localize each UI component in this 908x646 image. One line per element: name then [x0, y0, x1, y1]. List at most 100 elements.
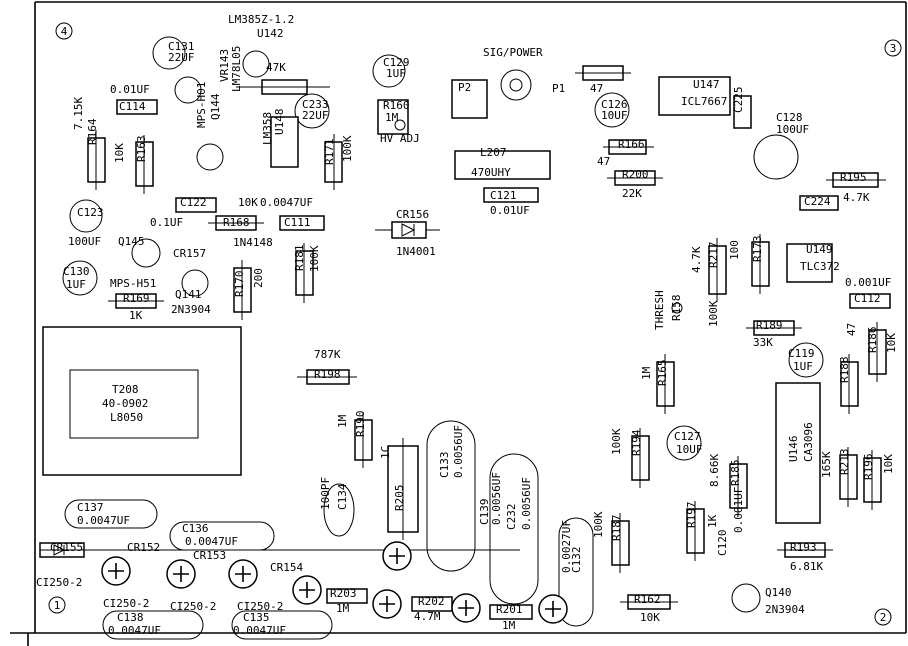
component-label: CI250-2	[170, 600, 216, 613]
component-label: 33K	[753, 336, 773, 349]
component-label: VR143	[218, 49, 231, 82]
component-label: R217	[707, 242, 720, 269]
component-label: 6.81K	[790, 560, 823, 573]
component-label: 0.0047UF	[77, 514, 130, 527]
component-label: R205	[393, 485, 406, 512]
component-label: 10UF	[676, 443, 703, 456]
component-label: CR152	[127, 541, 160, 554]
component-label: C119	[788, 347, 815, 360]
component-label: C137	[77, 501, 104, 514]
component-label: R194	[630, 429, 643, 456]
component-label: P1	[552, 82, 565, 95]
component-label: R168	[223, 216, 250, 229]
component-label: 1M	[336, 414, 349, 428]
component-label: R165	[656, 360, 669, 387]
component-label: 100	[728, 240, 741, 260]
component-label: 10K	[640, 611, 660, 624]
corner-markers: 4 3 1 2	[48, 22, 902, 626]
corner-marker-3: 3	[890, 42, 897, 55]
component-label: C131	[168, 40, 195, 53]
component-label: Q140	[765, 586, 792, 599]
component-label: R160	[383, 99, 410, 112]
component-label: C111	[284, 216, 311, 229]
component-label: THRESH	[653, 290, 666, 330]
component-label: 165K	[820, 451, 833, 478]
component-label: 47	[597, 155, 610, 168]
component-label: C134	[336, 483, 349, 510]
component-label: 22K	[622, 187, 642, 200]
component-label: C121	[490, 189, 517, 202]
component-label: C132	[570, 547, 583, 574]
corner-marker-1: 1	[54, 599, 61, 612]
component-label: 0.0056UF	[490, 472, 503, 525]
component-label: R198	[314, 368, 341, 381]
component-label: 0.001UF	[845, 276, 891, 289]
component-label: 200	[252, 268, 265, 288]
component-label: ICL7667	[681, 95, 727, 108]
component-label: R170	[233, 271, 246, 298]
component-label: 0.1UF	[150, 216, 183, 229]
component-label: 0.01UF	[110, 83, 150, 96]
component-label: R158	[670, 295, 683, 322]
board-outline	[10, 1, 907, 646]
component-label: R188	[838, 357, 851, 384]
component-label: 1UF	[66, 278, 86, 291]
component-label: MPS-H51	[110, 277, 156, 290]
component-label: C122	[180, 196, 207, 209]
component-label: C138	[117, 611, 144, 624]
component-label: C135	[243, 611, 270, 624]
component-label: R163	[135, 136, 148, 163]
component-label: 0.0047UF	[260, 196, 313, 209]
component-label: R201	[496, 603, 523, 616]
component-label: R186	[866, 327, 879, 354]
component-label: C224	[804, 195, 831, 208]
component-label: R196	[862, 454, 875, 481]
component-label: C112	[854, 292, 881, 305]
component-label: C233	[302, 98, 329, 111]
component-label: 10UF	[601, 109, 628, 122]
component-label: R203	[330, 587, 357, 600]
component-label: 0.01UF	[490, 204, 530, 217]
component-label: 2N3904	[171, 303, 211, 316]
component-label: R202	[418, 595, 445, 608]
component-label: R189	[756, 319, 783, 332]
component-label: C139	[478, 499, 491, 526]
component-label: C130	[63, 265, 90, 278]
component-label: CR155	[50, 541, 83, 554]
component-label: R190	[354, 411, 367, 438]
component-label: R213	[838, 449, 851, 476]
component-label: R169	[123, 292, 150, 305]
component-label: CR156	[396, 208, 429, 221]
component-label: C129	[383, 56, 410, 69]
component-label: 100UF	[68, 235, 101, 248]
component-label: P2	[458, 81, 471, 94]
component-label: Q141	[175, 288, 202, 301]
component-label: 1K	[706, 514, 719, 528]
component-label: 100PF	[319, 477, 332, 510]
component-label: 47	[845, 323, 858, 336]
component-label: R197	[685, 502, 698, 529]
component-label: C114	[119, 100, 146, 113]
component-label: CA3096	[802, 422, 815, 462]
component-outlines	[39, 36, 891, 640]
component-label: 0.0047UF	[233, 624, 286, 637]
component-label: CI250-2	[237, 600, 283, 613]
component-label: U147	[693, 78, 720, 91]
component-label: R173	[751, 236, 764, 263]
component-label: 1K	[129, 309, 143, 322]
component-label: U149	[806, 243, 833, 256]
component-label: LM78L05	[230, 46, 243, 92]
component-label: 4.7M	[414, 610, 441, 623]
component-label: CI250-2	[36, 576, 82, 589]
component-label: C136	[182, 522, 209, 535]
component-label: 0.001UF	[732, 487, 745, 533]
component-label: CR154	[270, 561, 303, 574]
component-label: 100K	[707, 300, 720, 327]
component-label: SIG/POWER	[483, 46, 543, 59]
component-label: 0.0056UF	[520, 477, 533, 530]
component-label: T208	[112, 383, 139, 396]
component-label: 787K	[314, 348, 341, 361]
component-label: C120	[716, 530, 729, 557]
component-label: LM385Z-1.2	[228, 13, 294, 26]
